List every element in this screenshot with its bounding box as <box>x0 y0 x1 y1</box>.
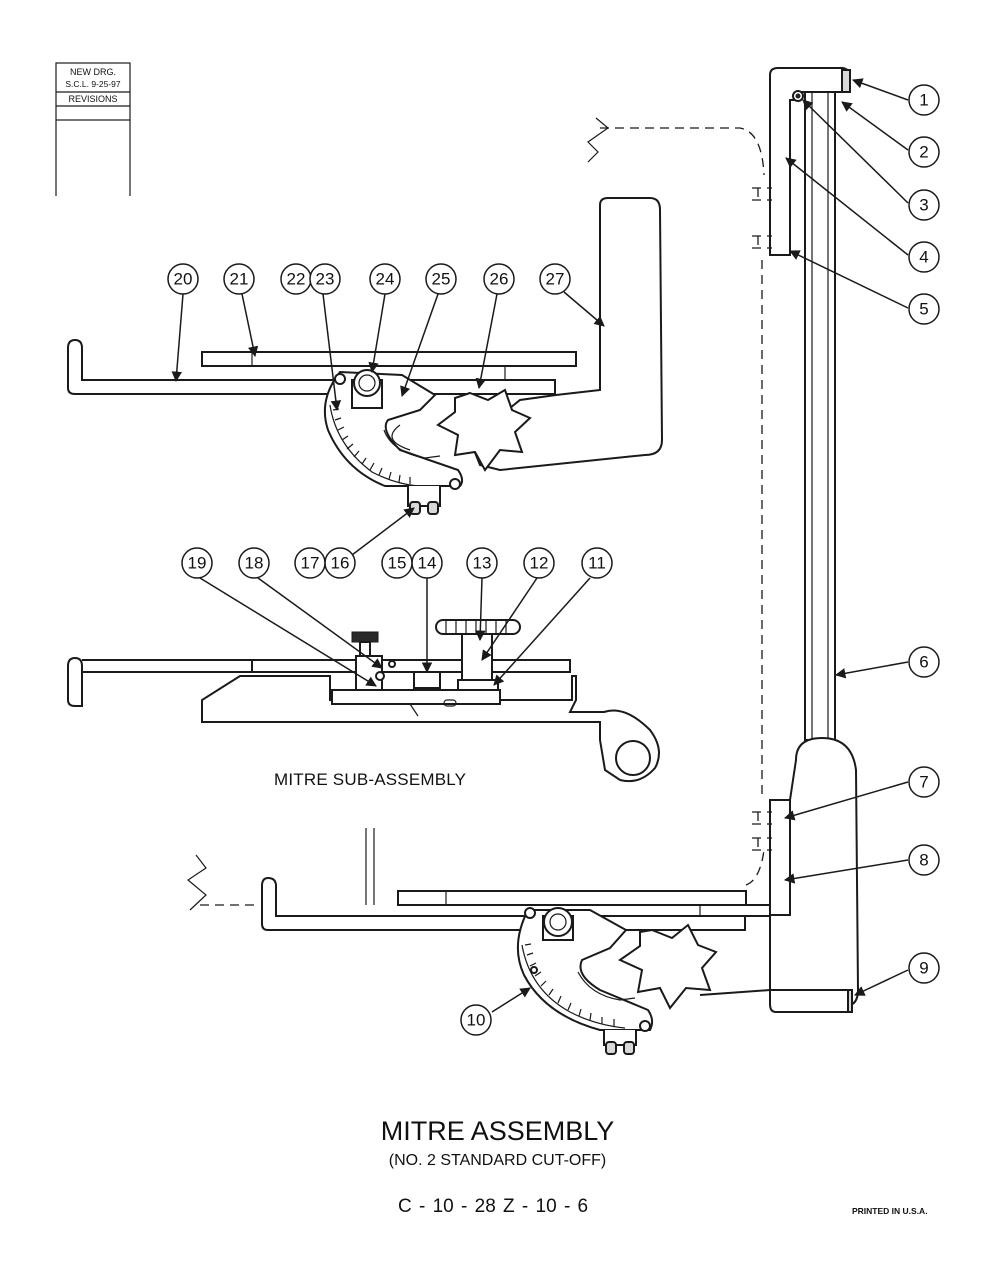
sub-assembly-label: MITRE SUB-ASSEMBLY <box>274 770 467 789</box>
callout-19: 19 <box>181 547 213 579</box>
svg-text:18: 18 <box>245 554 264 573</box>
callout-21: 21 <box>223 263 255 295</box>
svg-text:23: 23 <box>316 270 335 289</box>
svg-text:12: 12 <box>530 554 549 573</box>
callout-13: 13 <box>466 547 498 579</box>
printed-note: PRINTED IN U.S.A. <box>852 1206 928 1216</box>
callout-23: 23 <box>309 263 341 295</box>
svg-text:9: 9 <box>919 959 928 978</box>
svg-text:17: 17 <box>301 554 320 573</box>
callout-1: 1 <box>908 84 940 116</box>
drawing-numbers: C - 10 - 28 Z - 10 - 6 <box>398 1196 589 1217</box>
thumb-screw-head <box>351 631 379 643</box>
leader-lines <box>171 78 909 1013</box>
svg-text:13: 13 <box>473 554 492 573</box>
callout-11: 11 <box>581 547 613 579</box>
lower-pivot-knob <box>543 907 573 937</box>
top-cap-end <box>841 69 851 93</box>
lower-slide-rail <box>261 876 746 931</box>
callout-20: 20 <box>167 263 199 295</box>
callout-18: 18 <box>238 547 270 579</box>
svg-text:26: 26 <box>490 270 509 289</box>
svg-text:4: 4 <box>919 248 928 267</box>
drawing-title: MITRE ASSEMBLY <box>380 1116 615 1146</box>
callout-9: 9 <box>908 952 940 984</box>
svg-text:14: 14 <box>418 554 437 573</box>
svg-text:1: 1 <box>919 91 928 110</box>
svg-text:19: 19 <box>188 554 207 573</box>
callout-3: 3 <box>908 189 940 221</box>
vertical-bar <box>804 91 836 741</box>
lower-star-knob <box>617 923 718 1010</box>
revision-line-1: NEW DRG. <box>70 67 116 77</box>
callout-22: 22 <box>280 263 312 295</box>
svg-text:11: 11 <box>588 554 606 573</box>
callout-2: 2 <box>908 136 940 168</box>
svg-text:8: 8 <box>919 851 928 870</box>
callout-26: 26 <box>483 263 515 295</box>
callout-12: 12 <box>523 547 555 579</box>
callout-7: 7 <box>908 766 940 798</box>
svg-text:15: 15 <box>388 554 407 573</box>
svg-text:24: 24 <box>376 270 395 289</box>
callout-25: 25 <box>425 263 457 295</box>
svg-text:10: 10 <box>467 1011 486 1030</box>
callout-27: 27 <box>539 263 571 295</box>
svg-text:25: 25 <box>432 270 451 289</box>
svg-text:16: 16 <box>331 554 350 573</box>
star-knob <box>436 388 532 472</box>
svg-text:5: 5 <box>919 300 928 319</box>
svg-text:3: 3 <box>919 196 928 215</box>
callout-17: 17 <box>294 547 326 579</box>
sub-base-hole <box>615 740 651 776</box>
callout-5: 5 <box>908 293 940 325</box>
svg-text:2: 2 <box>919 143 928 162</box>
drawing-subtitle: (NO. 2 STANDARD CUT-OFF) <box>388 1152 607 1169</box>
svg-text:22: 22 <box>287 270 306 289</box>
slide-rail <box>67 338 556 395</box>
svg-text:7: 7 <box>919 773 928 792</box>
fence-bar <box>201 351 577 367</box>
svg-text:6: 6 <box>919 653 928 672</box>
sub-slide-rail <box>67 656 571 707</box>
callout-15: 15 <box>381 547 413 579</box>
handle-body <box>468 197 664 472</box>
revision-line-2: S.C.L. 9-25-97 <box>65 79 121 89</box>
svg-text:20: 20 <box>174 270 193 289</box>
revisions-header: REVISIONS <box>68 94 117 104</box>
sub-nut <box>413 671 441 689</box>
pivot-knob <box>353 369 381 397</box>
callouts: 1 2 3 4 5 6 7 8 9 10 11 12 13 14 15 16 1… <box>167 84 940 1036</box>
sub-base-plate <box>201 675 660 783</box>
callout-24: 24 <box>369 263 401 295</box>
callout-10: 10 <box>460 1004 492 1036</box>
bottom-mitre-gauge <box>186 828 771 1055</box>
callout-4: 4 <box>908 241 940 273</box>
callout-14: 14 <box>411 547 443 579</box>
lower-fence-bar <box>397 890 747 906</box>
callout-8: 8 <box>908 844 940 876</box>
revisions-block: NEW DRG. S.C.L. 9-25-97 REVISIONS <box>55 62 131 196</box>
svg-text:21: 21 <box>230 270 249 289</box>
callout-16: 16 <box>324 547 356 579</box>
mitre-sub-assembly <box>67 619 660 783</box>
callout-6: 6 <box>908 646 940 678</box>
vertical-arm <box>587 67 860 1013</box>
top-mitre-gauge <box>67 197 664 515</box>
svg-text:27: 27 <box>546 270 565 289</box>
